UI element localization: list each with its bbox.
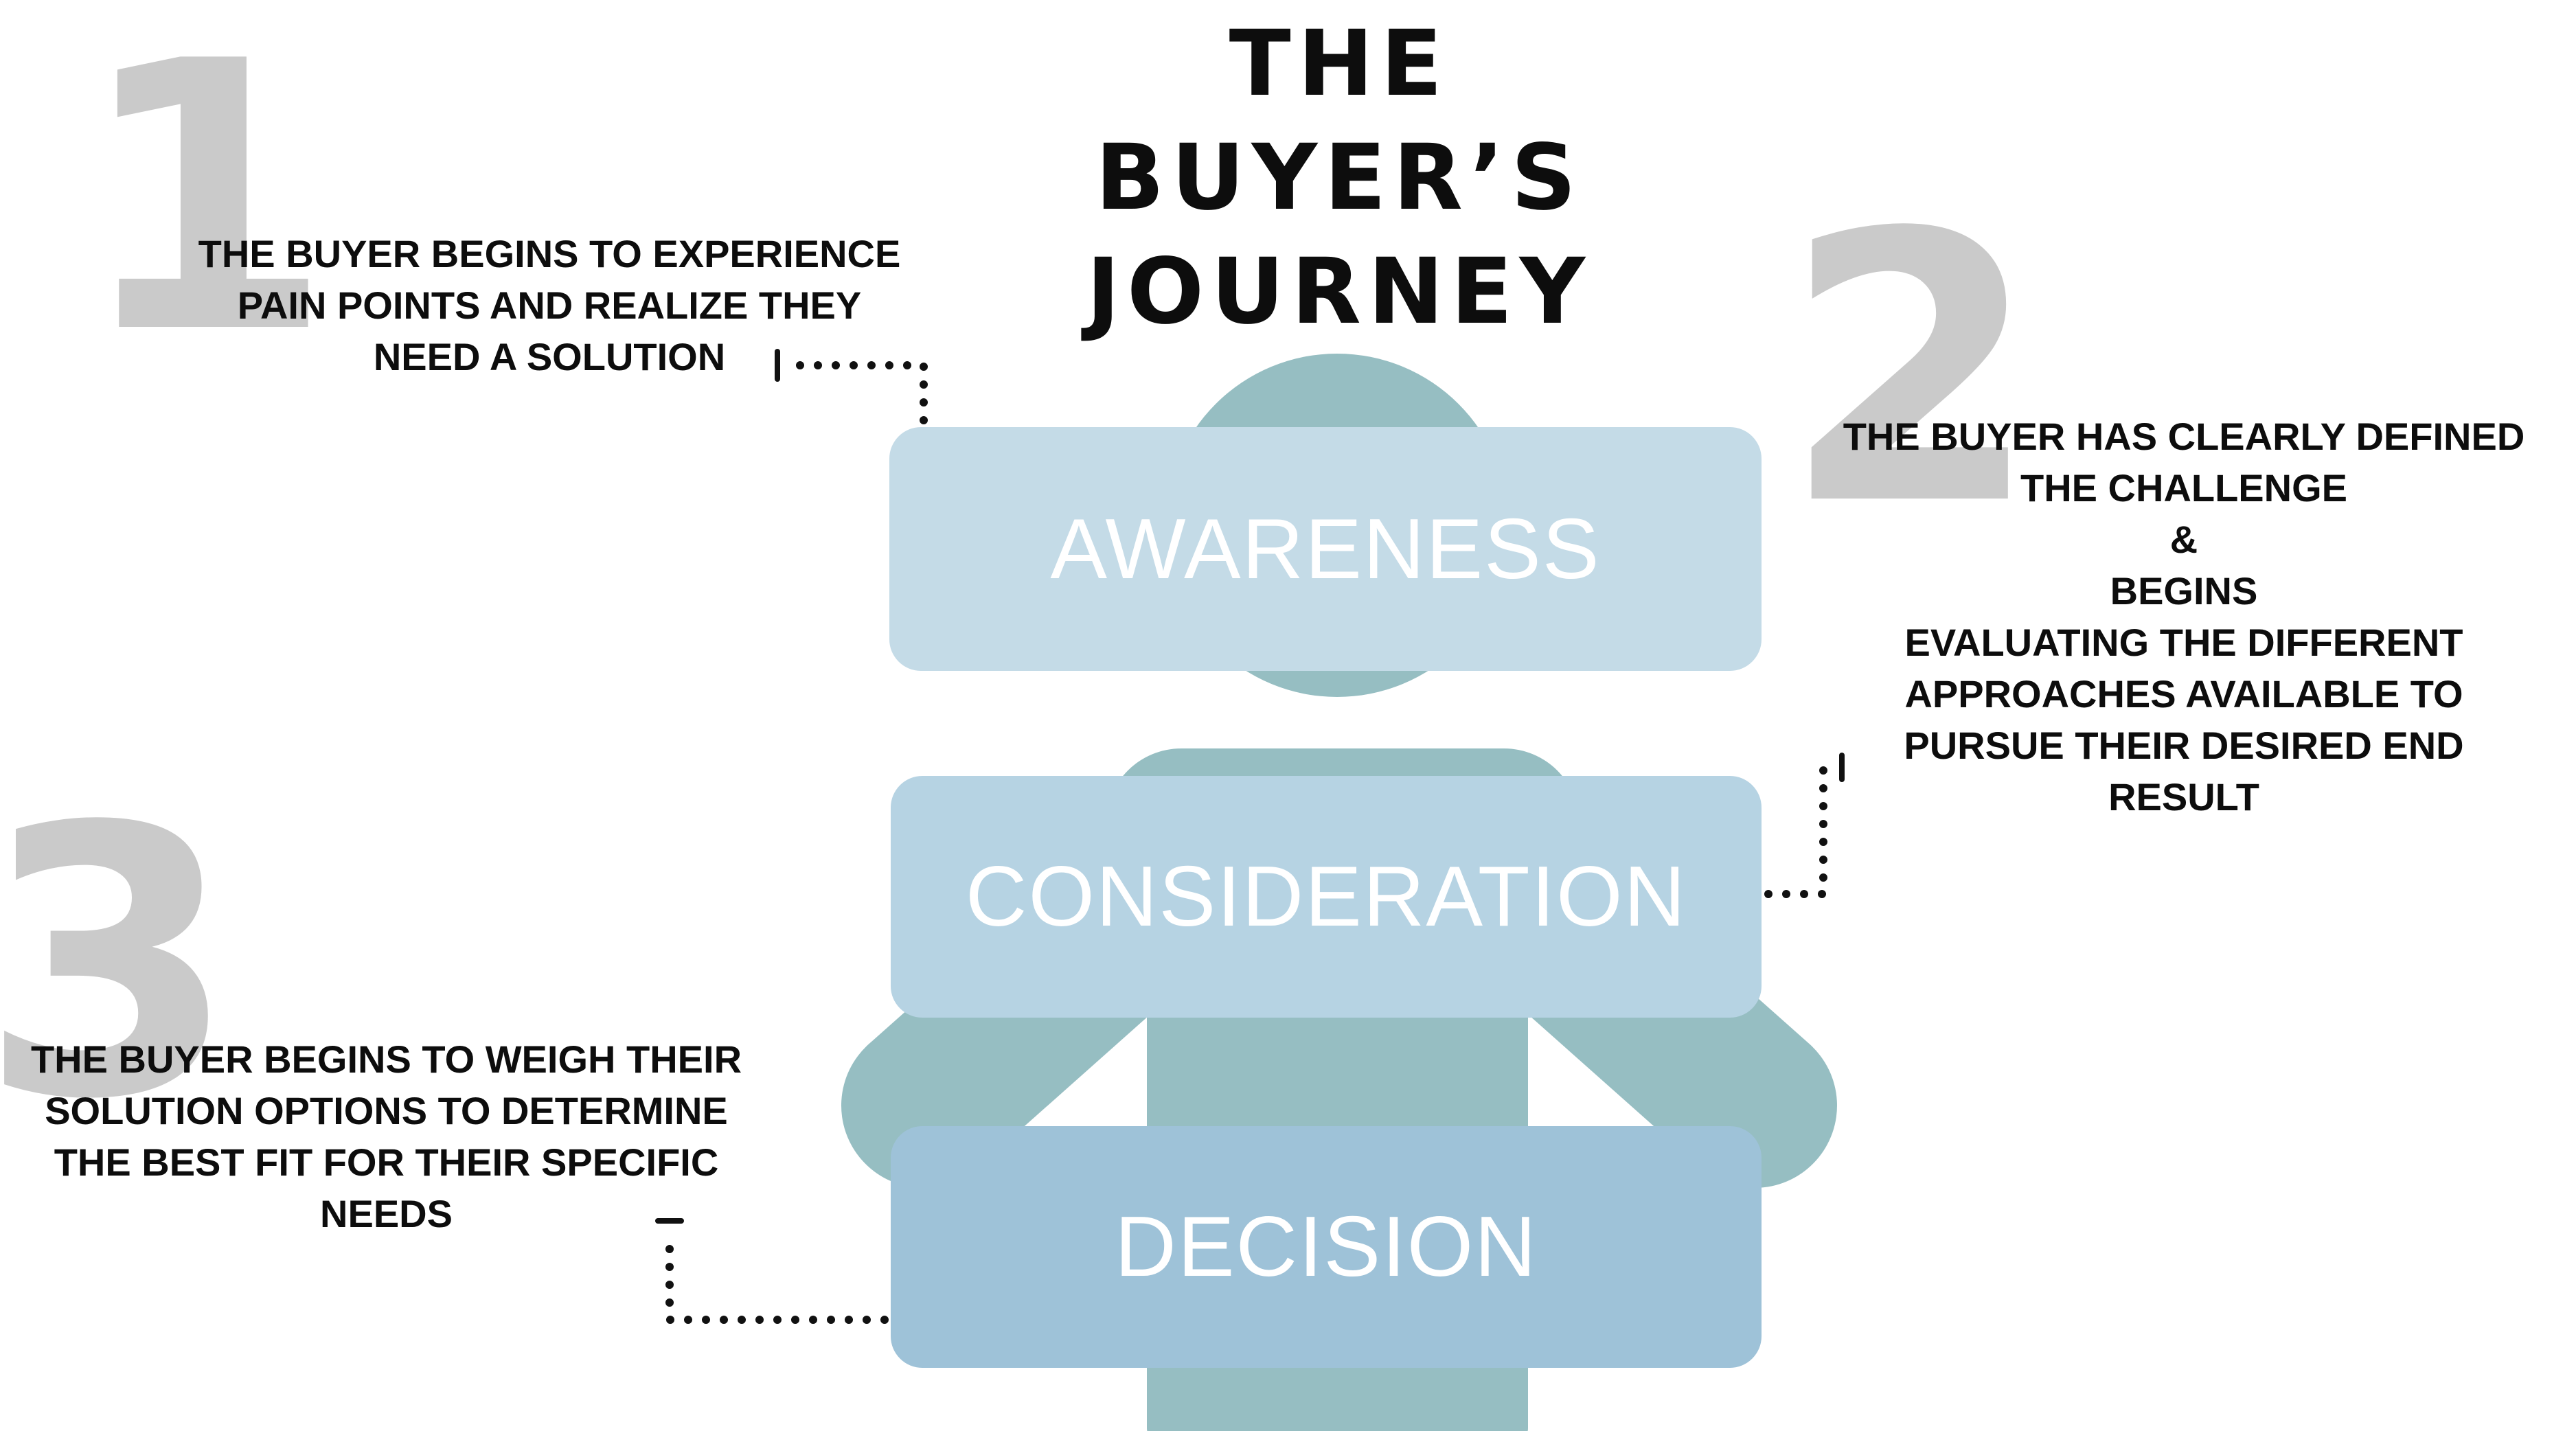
description-line: THE BUYER HAS CLEARLY DEFINED [1843,415,2525,458]
stage-description-awareness: THE BUYER BEGINS TO EXPERIENCE PAIN POIN… [158,228,941,382]
step-number-3: 3 [0,749,238,1180]
description-line: THE BUYER BEGINS TO WEIGH THEIR [30,1038,742,1081]
description-line: RESULT [2108,775,2259,818]
description-line: NEEDS [320,1192,453,1235]
title-line: BUYER’S [1095,125,1584,231]
description-line: BEGINS [2110,569,2258,613]
title-line: THE [1229,11,1450,117]
stage-description-consideration: THE BUYER HAS CLEARLY DEFINED THE CHALLE… [1792,411,2575,823]
description-line: NEED A SOLUTION [373,335,726,378]
title-line: JOURNEY [1086,239,1593,345]
stage-description-decision: THE BUYER BEGINS TO WEIGH THEIR SOLUTION… [0,1033,773,1239]
stage-box-awareness: AWARENESS [889,427,1762,671]
description-line: APPROACHES AVAILABLE TO [1904,672,2463,716]
description-line: THE BUYER BEGINS TO EXPERIENCE [198,232,901,275]
stage-label-decision: DECISION [1115,1200,1538,1294]
connector-decision [665,1232,889,1324]
stage-label-awareness: AWARENESS [1050,501,1601,597]
description-line: THE BEST FIT FOR THEIR SPECIFIC [54,1141,719,1184]
description-line: & [2169,518,2198,561]
description-line: SOLUTION OPTIONS TO DETERMINE [45,1089,728,1132]
description-line: THE CHALLENGE [2020,466,2347,510]
description-line: PURSUE THEIR DESIRED END [1904,724,2464,767]
connector-consideration [1764,765,1827,898]
description-line: EVALUATING THE DIFFERENT [1904,621,2463,664]
step-number-1: 1 [76,0,334,415]
step-number-2: 2 [1782,155,2040,586]
stage-label-consideration: CONSIDERATION [965,849,1687,944]
description-line: PAIN POINTS AND REALIZE THEY [237,284,862,327]
stage-box-decision: DECISION [891,1126,1762,1368]
page-title: THE BUYER’S JOURNEY [996,7,1683,349]
connector-awareness [786,361,928,424]
stage-box-consideration: CONSIDERATION [891,776,1762,1018]
